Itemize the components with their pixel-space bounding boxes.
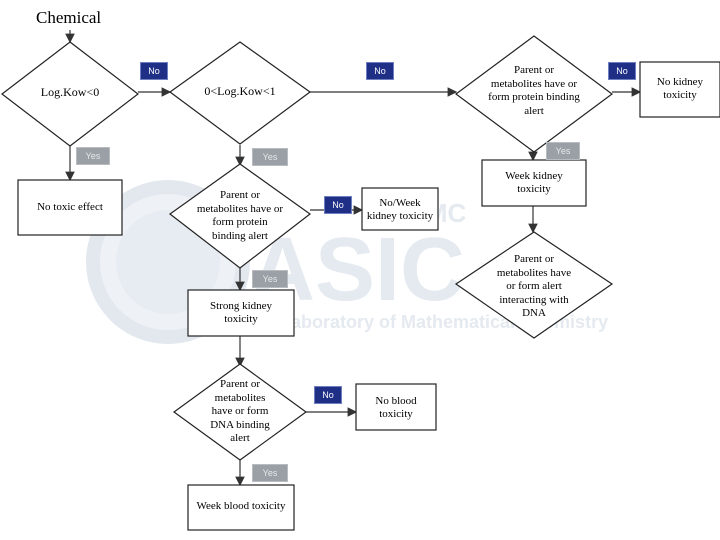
no-badge: No <box>324 196 352 214</box>
decision-dna-interacting <box>454 231 614 339</box>
decision-logkow-0to1 <box>168 41 312 145</box>
no-badge: No <box>314 386 342 404</box>
decision-dna-binding <box>172 363 308 461</box>
box-week-kidney <box>481 159 587 207</box>
yes-badge: Yes <box>546 142 580 160</box>
no-badge: No <box>608 62 636 80</box>
dna-binding-label: Parent or metabolites have or form DNA b… <box>210 378 270 445</box>
box-no-kidney <box>639 61 720 118</box>
protein-binding-top-label: Parent or metabolites have or form prote… <box>488 64 580 117</box>
box-strong-kidney <box>187 289 295 337</box>
no-week-kidney-label: No/Week kidney toxicity <box>366 196 434 223</box>
box-week-blood <box>187 484 295 531</box>
no-badge: No <box>140 62 168 80</box>
logkow-lt0-label: Log.Kow<0 <box>40 85 100 100</box>
decision-protein-binding-mid <box>168 163 312 269</box>
dna-interacting-label: Parent or metabolites have or form alert… <box>496 253 572 320</box>
yes-badge: Yes <box>76 147 110 165</box>
yes-badge: Yes <box>252 464 288 482</box>
box-no-week-kidney <box>361 187 439 231</box>
protein-binding-mid-label: Parent or metabolites have or form prote… <box>196 189 284 242</box>
box-no-toxic <box>17 179 123 236</box>
week-blood-label: Week blood toxicity <box>196 500 286 513</box>
no-toxic-effect-label: No toxic effect <box>37 201 103 214</box>
box-no-blood <box>355 383 437 431</box>
no-badge: No <box>366 62 394 80</box>
yes-badge: Yes <box>252 270 288 288</box>
week-kidney-label: Week kidney toxicity <box>505 169 563 196</box>
no-kidney-toxicity-label: No kidney toxicity <box>656 75 704 102</box>
strong-kidney-label: Strong kidney toxicity <box>209 299 273 326</box>
logkow-0to1-label: 0<Log.Kow<1 <box>204 84 276 99</box>
yes-badge: Yes <box>252 148 288 166</box>
decision-protein-binding-top <box>454 35 614 153</box>
decision-logkow-lt0 <box>1 41 139 147</box>
no-blood-label: No blood toxicity <box>375 394 417 421</box>
start-label-chemical: Chemical <box>36 8 102 27</box>
